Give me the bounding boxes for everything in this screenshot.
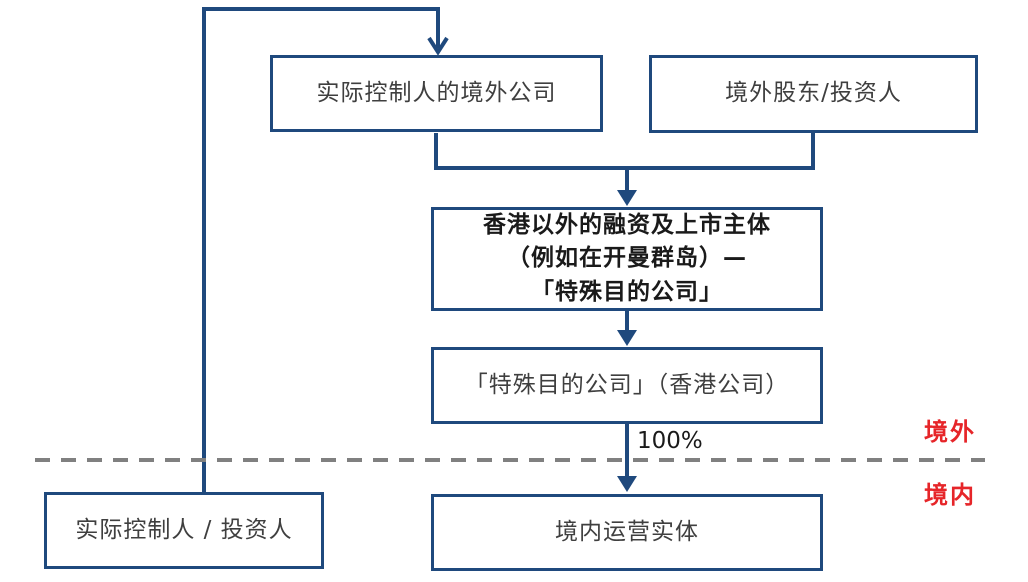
node-label-line: （例如在开曼群岛）— xyxy=(507,245,747,272)
region-label-offshore: 境外 xyxy=(924,418,976,446)
node-label: 境内运营实体 xyxy=(555,518,699,545)
node-offshore-listing-entity: 香港以外的融资及上市主体 （例如在开曼群岛）— 「特殊目的公司」 xyxy=(431,207,823,311)
node-actual-controller-investor: 实际控制人 / 投资人 xyxy=(44,492,324,569)
node-label-line: 香港以外的融资及上市主体 xyxy=(483,211,771,238)
node-label: 实际控制人的境外公司 xyxy=(316,79,557,106)
node-controller-offshore-company: 实际控制人的境外公司 xyxy=(270,55,603,132)
node-label: 境外股东/投资人 xyxy=(725,80,902,107)
node-hk-spv-company: 「特殊目的公司」（香港公司） xyxy=(431,347,823,424)
node-label: 「特殊目的公司」（香港公司） xyxy=(464,371,790,398)
node-label-line: 「特殊目的公司」 xyxy=(531,278,723,305)
arrowhead-icon xyxy=(617,190,637,206)
ownership-percent-label: 100% xyxy=(637,428,703,454)
region-label-onshore: 境内 xyxy=(924,481,976,509)
open-arrowhead-icon xyxy=(427,36,449,56)
node-domestic-operating-entity: 境内运营实体 xyxy=(431,494,823,571)
arrowhead-icon xyxy=(617,330,637,346)
node-offshore-shareholders: 境外股东/投资人 xyxy=(649,55,978,133)
connector-controller-loop xyxy=(202,7,449,492)
node-label: 实际控制人 / 投资人 xyxy=(75,516,293,543)
arrowhead-icon xyxy=(617,476,637,492)
connector-top-merge xyxy=(434,133,815,194)
